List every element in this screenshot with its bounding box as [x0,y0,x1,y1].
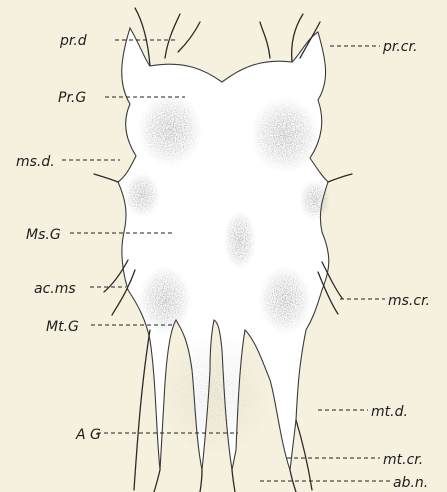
label-mt-d: mt.d. [371,404,408,420]
label-ms-cr: ms.cr. [388,293,430,309]
label-ac-ms: ac.ms [34,281,76,297]
label-pr-g: Pr.G [58,90,86,106]
label-ab-n: ab.n. [393,475,428,491]
label-mt-g: Mt.G [46,319,79,335]
label-a-g: A G [75,427,101,443]
label-mt-cr: mt.cr. [383,452,423,468]
label-pr-d: pr.d [59,33,87,49]
label-ms-d: ms.d. [16,154,55,170]
label-pr-cr: pr.cr. [382,39,417,55]
label-ms-g: Ms.G [26,227,61,243]
